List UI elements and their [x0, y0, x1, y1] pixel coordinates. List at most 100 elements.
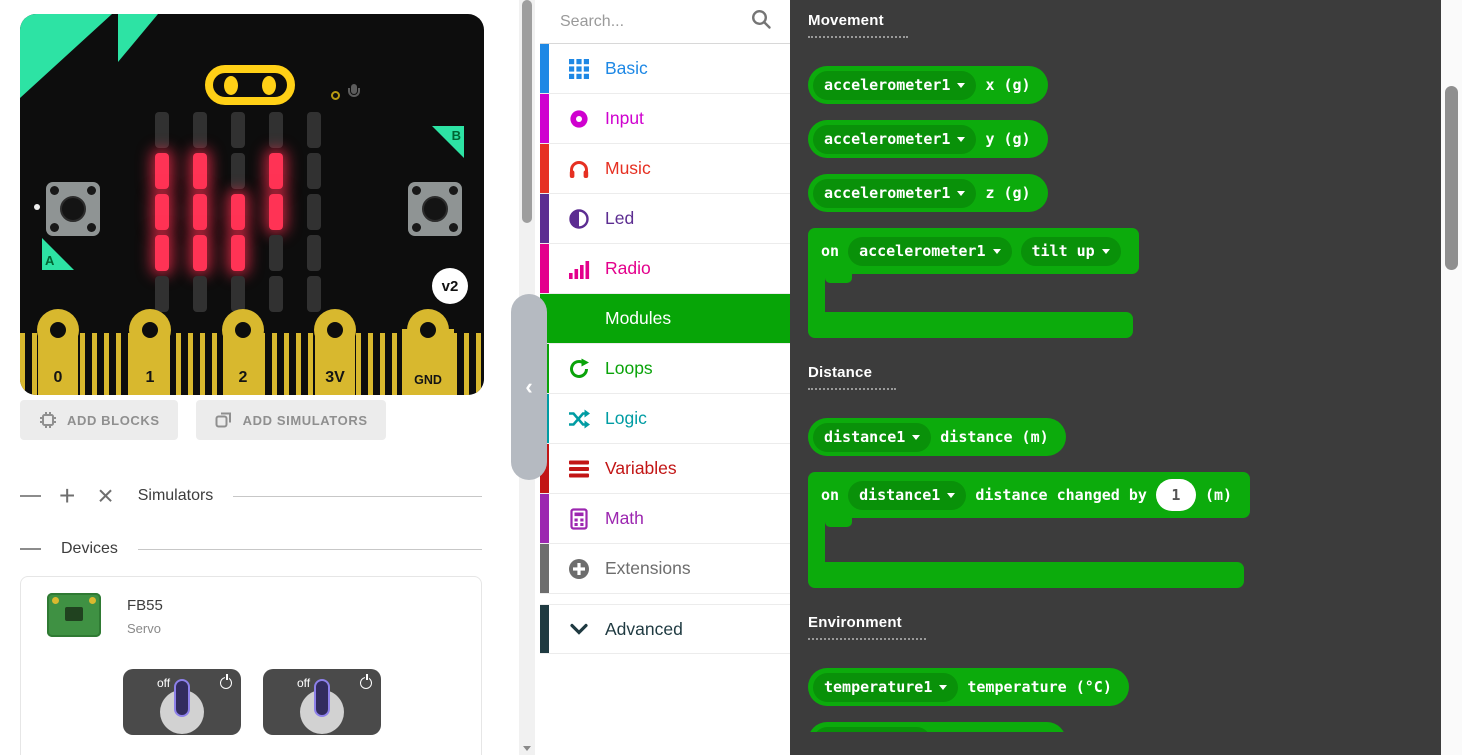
pin-0[interactable]: 0	[37, 309, 79, 395]
led-on	[193, 153, 207, 189]
devices-section-label: Devices	[61, 540, 118, 557]
board-corner-decoration	[20, 14, 112, 98]
pin-gnd[interactable]: GND	[402, 309, 454, 395]
pin-2[interactable]: 2	[222, 309, 264, 395]
servo-state-label: off	[157, 676, 171, 690]
category-color-strip	[540, 94, 549, 143]
block-temperature[interactable]: temperature1 temperature (°C)	[808, 668, 1129, 706]
number-input[interactable]: 1	[1155, 479, 1196, 511]
category-label: Radio	[605, 258, 651, 278]
panel-scrollbar-thumb[interactable]	[522, 0, 532, 223]
block-text: x (g)	[985, 76, 1031, 94]
dropdown-caret-icon	[957, 190, 966, 196]
add-blocks-button[interactable]: ADD BLOCKS	[20, 400, 178, 440]
toolbox-category-loops[interactable]: Loops	[540, 344, 790, 394]
flyout-section-movement: Movement	[808, 12, 908, 38]
block-humidity-cropped[interactable]: humidity1 humidity (%)	[808, 722, 1066, 732]
button-b[interactable]	[408, 182, 462, 236]
mic-led-ring	[331, 91, 340, 100]
device-card-fb55: FB55 Servo off off	[20, 576, 482, 755]
block-accelerometer-x[interactable]: accelerometer1 x (g)	[808, 66, 1048, 104]
module-dropdown[interactable]: humidity1	[813, 726, 932, 732]
simulators-icon	[215, 412, 231, 428]
module-dropdown[interactable]: accelerometer1	[848, 236, 1012, 266]
led-off	[269, 112, 283, 148]
dropdown-caret-icon	[957, 82, 966, 88]
tilt-direction-dropdown[interactable]: tilt up	[1020, 236, 1121, 266]
dropdown-caret-icon	[957, 136, 966, 142]
device-name: FB55	[127, 597, 163, 614]
toolbox-category-input[interactable]: Input	[540, 94, 790, 144]
logo-eye-right	[262, 75, 276, 95]
search-icon	[750, 8, 772, 35]
toolbox-category-led[interactable]: Led	[540, 194, 790, 244]
module-dropdown[interactable]: accelerometer1	[813, 124, 977, 154]
button-screw-dots	[50, 186, 59, 195]
module-dropdown[interactable]: accelerometer1	[813, 178, 977, 208]
power-icon[interactable]	[219, 674, 235, 690]
power-icon[interactable]	[359, 674, 375, 690]
led-off	[307, 276, 321, 312]
microbit-logo[interactable]	[205, 65, 295, 105]
module-dropdown[interactable]: distance1	[813, 422, 932, 452]
module-dropdown[interactable]: temperature1	[813, 672, 959, 702]
block-distance[interactable]: distance1 distance (m)	[808, 418, 1066, 456]
button-a[interactable]	[46, 182, 100, 236]
search-input[interactable]: Search...	[540, 0, 790, 44]
module-dropdown[interactable]: accelerometer1	[813, 70, 977, 100]
toolbox-category-math[interactable]: Math	[540, 494, 790, 544]
block-accelerometer-z[interactable]: accelerometer1 z (g)	[808, 174, 1048, 212]
module-dropdown[interactable]: distance1	[848, 480, 967, 510]
pin-3v[interactable]: 3V	[314, 309, 356, 395]
block-accelerometer-y[interactable]: accelerometer1 y (g)	[808, 120, 1048, 158]
devices-header: Devices	[20, 534, 482, 564]
chevron-down-icon	[566, 618, 592, 640]
event-block-cavity	[808, 274, 1139, 312]
add-simulator-button[interactable]: +	[55, 482, 79, 510]
category-label: Loops	[605, 358, 653, 378]
toolbox-category-radio[interactable]: Radio	[540, 244, 790, 294]
divider-line	[233, 495, 482, 497]
servo-state-label: off	[297, 676, 311, 690]
led-off	[269, 276, 283, 312]
servo-simulator-1[interactable]: off	[123, 669, 241, 735]
divider-dash	[20, 548, 41, 550]
pin-1[interactable]: 1	[129, 309, 171, 395]
led-on	[155, 235, 169, 271]
collapse-simulator-handle[interactable]: ‹	[511, 294, 547, 480]
led-off	[269, 235, 283, 271]
event-block-header: on distance1 distance changed by 1 (m)	[808, 472, 1251, 518]
block-on-distance-changed[interactable]: on distance1 distance changed by 1 (m)	[808, 472, 1251, 588]
button-b-label: B	[432, 126, 464, 158]
rotate-icon	[566, 358, 592, 380]
toolbox-category-basic[interactable]: Basic	[540, 44, 790, 94]
toolbox-category-logic[interactable]: Logic	[540, 394, 790, 444]
flyout-scrollbar-track[interactable]	[1441, 0, 1462, 755]
block-on-accelerometer-tilt[interactable]: on accelerometer1 tilt up	[808, 228, 1139, 338]
toolbox-category-advanced[interactable]: Advanced	[540, 604, 790, 654]
toolbox-category-extensions[interactable]: Extensions	[540, 544, 790, 594]
block-text: on	[821, 486, 840, 504]
led-matrix	[155, 112, 321, 312]
dropdown-caret-icon	[912, 434, 921, 440]
category-label: Led	[605, 208, 635, 228]
microphone-icon	[348, 84, 360, 102]
category-color-strip	[540, 544, 549, 593]
device-thumbnail	[47, 593, 101, 637]
led-off	[193, 276, 207, 312]
toolbox-category-music[interactable]: Music	[540, 144, 790, 194]
flyout-scrollbar-thumb[interactable]	[1445, 86, 1458, 270]
button-b-cap	[422, 196, 448, 222]
logo-eye-left	[224, 75, 238, 95]
divider-line	[137, 548, 482, 550]
toolbox-category-modules[interactable]: Modules	[540, 294, 790, 344]
button-a-label: A	[42, 238, 74, 270]
button-screw-dots	[412, 186, 421, 195]
scroll-down-arrow-icon[interactable]	[523, 746, 531, 751]
servo-simulator-2[interactable]: off	[263, 669, 381, 735]
category-color-strip	[540, 144, 549, 193]
category-color-strip	[540, 44, 549, 93]
toolbox-category-variables[interactable]: Variables	[540, 444, 790, 494]
add-simulators-button[interactable]: ADD SIMULATORS	[195, 400, 386, 440]
close-simulators-button[interactable]: ×	[93, 482, 117, 510]
